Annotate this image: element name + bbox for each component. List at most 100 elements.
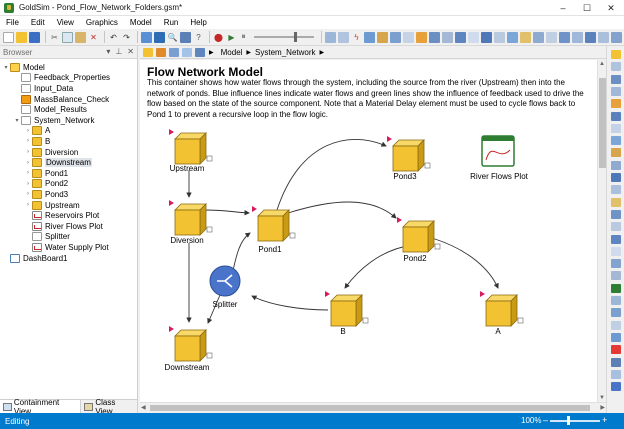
tree-item[interactable]: ▾System_Network	[13, 115, 94, 126]
palette-button-18[interactable]	[611, 259, 621, 269]
diversion-node[interactable]	[169, 200, 213, 236]
element-button-5[interactable]	[390, 31, 401, 43]
tree-item[interactable]: DashBoard1	[2, 253, 67, 264]
palette-button-6[interactable]	[611, 111, 621, 121]
menu-view[interactable]: View	[56, 18, 74, 27]
menu-run[interactable]: Run	[163, 18, 179, 27]
menu-edit[interactable]: Edit	[30, 18, 45, 27]
run-icon[interactable]: ▶	[228, 32, 235, 42]
element-button-9[interactable]	[442, 31, 453, 43]
pond2-node[interactable]	[397, 217, 441, 253]
cut-icon[interactable]: ✂	[51, 32, 58, 42]
expand-toggle-icon[interactable]: ›	[27, 138, 29, 145]
tree-item[interactable]: Water Supply Plot	[24, 242, 109, 253]
model-view-icon[interactable]	[154, 31, 165, 43]
close-panel-icon[interactable]: ✕	[127, 47, 134, 56]
expand-toggle-icon[interactable]: ›	[27, 159, 29, 166]
element-button-17[interactable]	[546, 31, 557, 43]
record-icon[interactable]: ⬤	[214, 32, 223, 42]
tree-item[interactable]: ›A	[24, 126, 50, 137]
breadcrumb-system-network[interactable]: System_Network	[255, 47, 316, 57]
horizontal-scroll-thumb[interactable]	[150, 405, 590, 411]
expand-toggle-icon[interactable]: ›	[27, 149, 29, 156]
palette-button-11[interactable]	[611, 173, 621, 182]
palette-button-19[interactable]	[611, 271, 621, 281]
tab-containment-view[interactable]: Containment View	[0, 398, 82, 416]
a-node[interactable]	[480, 291, 524, 327]
home-icon[interactable]	[143, 47, 153, 57]
tree-item[interactable]: Reservoirs Plot	[24, 210, 99, 221]
palette-button-17[interactable]	[611, 246, 621, 256]
expand-toggle-icon[interactable]: ›	[27, 127, 29, 134]
open-folder-icon[interactable]	[16, 31, 27, 43]
palette-button-24[interactable]	[611, 332, 621, 342]
find-icon[interactable]: 🔍	[167, 32, 178, 42]
palette-button-9[interactable]	[611, 148, 621, 158]
element-button-7[interactable]	[416, 31, 427, 43]
close-button[interactable]: ✕	[607, 2, 615, 13]
downstream-node[interactable]	[169, 326, 213, 362]
palette-button-8[interactable]	[611, 136, 621, 146]
tree-item[interactable]: Splitter	[24, 232, 70, 243]
tree-item[interactable]: Input_Data	[13, 83, 73, 94]
tree-item[interactable]: River Flows Plot	[24, 221, 103, 232]
undo-icon[interactable]: ↶	[110, 32, 117, 42]
tree-item[interactable]: ›Pond3	[24, 189, 68, 200]
expand-toggle-icon[interactable]: ›	[27, 191, 29, 198]
scroll-up-icon[interactable]: ▲	[599, 61, 605, 67]
palette-button-16[interactable]	[611, 234, 621, 244]
up-level-icon[interactable]	[156, 47, 166, 57]
palette-button-15[interactable]	[611, 222, 621, 232]
run-speed-slider[interactable]	[254, 32, 314, 42]
run-dropdown-icon[interactable]: ⏸	[241, 32, 246, 41]
tree-item[interactable]: Model_Results	[13, 104, 87, 115]
palette-button-3[interactable]	[611, 74, 621, 84]
palette-button-10[interactable]	[611, 160, 621, 170]
palette-button-7[interactable]	[611, 123, 621, 133]
minimize-button[interactable]: –	[560, 3, 566, 13]
back-icon[interactable]	[169, 47, 179, 57]
vertical-scrollbar[interactable]: ▲ ▼	[597, 60, 606, 402]
element-button-22[interactable]	[611, 31, 622, 43]
flash-icon[interactable]: ϟ	[354, 32, 359, 42]
tree-item[interactable]: ▾Model	[2, 62, 45, 73]
expand-toggle-icon[interactable]: ▾	[15, 117, 19, 124]
element-button-20[interactable]	[585, 31, 596, 43]
element-button-14[interactable]	[507, 31, 518, 43]
palette-button-5[interactable]	[611, 99, 621, 109]
tree-item[interactable]: ›Diversion	[24, 147, 78, 158]
element-button-15[interactable]	[520, 31, 531, 43]
maximize-button[interactable]: ☐	[582, 2, 592, 13]
palette-button-20[interactable]	[611, 283, 621, 293]
palette-button-13[interactable]	[611, 197, 621, 207]
save-icon[interactable]	[29, 31, 40, 43]
dropdown-icon[interactable]: ▾	[106, 47, 111, 56]
help-icon[interactable]: ?	[196, 32, 201, 42]
tab-class-view[interactable]: Class View	[81, 398, 138, 416]
delete-icon[interactable]: ✕	[90, 32, 97, 42]
breadcrumb-model[interactable]: Model	[220, 47, 243, 57]
copy-icon[interactable]	[62, 31, 73, 43]
element-button-21[interactable]	[598, 31, 609, 43]
tree-item[interactable]: ›Downstream	[24, 157, 92, 168]
element-button-10[interactable]	[455, 31, 466, 43]
palette-button-1[interactable]	[611, 50, 621, 59]
redo-icon[interactable]: ↷	[123, 32, 130, 42]
palette-button-26[interactable]	[611, 357, 621, 367]
pond3-node[interactable]	[387, 136, 431, 172]
scroll-right-icon[interactable]: ▶	[600, 405, 605, 411]
new-file-icon[interactable]	[3, 31, 14, 43]
tree-item[interactable]: ›B	[24, 136, 50, 147]
forward-icon[interactable]	[182, 47, 192, 57]
vertical-scroll-thumb[interactable]	[599, 78, 606, 168]
tree-item[interactable]: MassBalance_Check	[13, 94, 109, 105]
element-button-18[interactable]	[559, 31, 570, 43]
scroll-left-icon[interactable]: ◀	[141, 405, 146, 411]
horizontal-scrollbar[interactable]: ◀ ▶	[140, 402, 606, 412]
view-toggle-icon[interactable]	[195, 47, 205, 57]
tree-item[interactable]: Feedback_Properties	[13, 73, 110, 84]
expand-toggle-icon[interactable]: ›	[27, 170, 29, 177]
element-button-8[interactable]	[429, 31, 440, 43]
zoom-in-icon[interactable]: +	[602, 415, 608, 425]
pond1-node[interactable]	[252, 206, 296, 242]
